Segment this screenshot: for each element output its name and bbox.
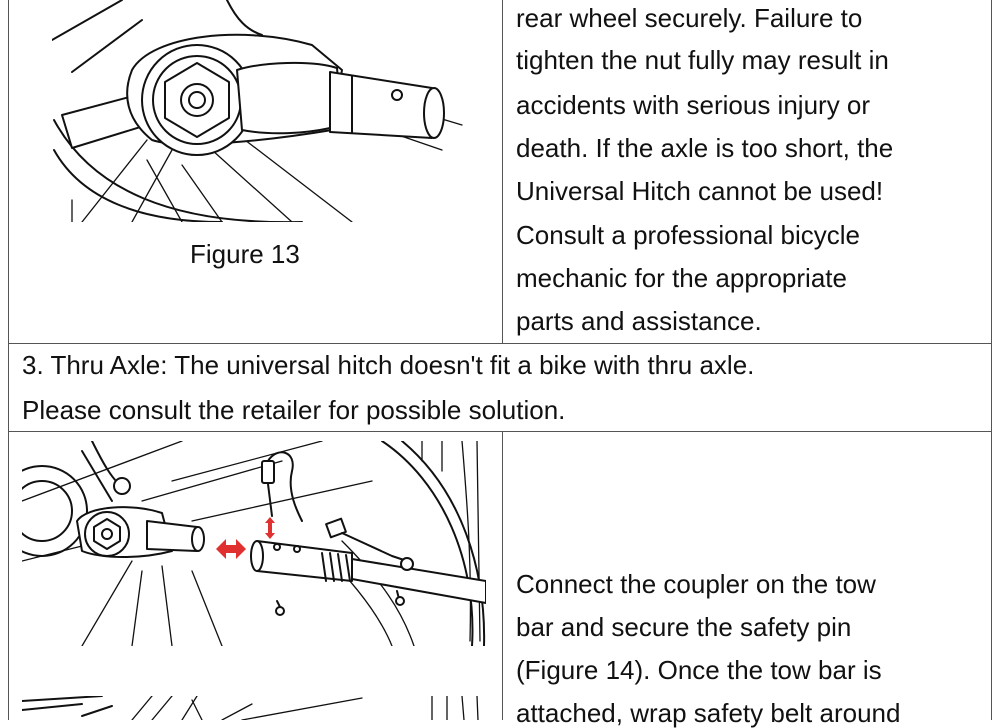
coupler-instruction-line: bar and secure the safety pin [516,612,852,642]
warning-text-line: Universal Hitch cannot be used! [516,176,884,206]
table-divider-bottom [502,432,503,720]
thru-axle-note-line: 3. Thru Axle: The universal hitch doesn'… [22,350,755,380]
warning-text-line: accidents with serious injury or [516,90,871,120]
connect-arrow-icon [216,539,246,559]
figure-14b-illustration [22,696,486,720]
warning-text-line: mechanic for the appropriate [516,263,847,293]
coupler-instruction-line: (Figure 14). Once the tow bar is [516,655,882,685]
warning-text-line: Consult a professional bicycle [516,220,860,250]
table-row-border-1 [8,343,992,344]
figure-13-caption: Figure 13 [190,239,300,269]
coupler-instruction-line: attached, wrap safety belt around [516,698,901,728]
warning-text-line: death. If the axle is too short, the [516,133,894,163]
warning-text-line: tighten the nut fully may result in [516,45,889,75]
table-border-left [8,0,9,720]
thru-axle-note-line: Please consult the retailer for possible… [22,395,566,425]
table-divider-top [502,0,503,343]
figure-13-illustration [52,0,466,222]
table-row-border-2 [8,431,992,432]
table-border-right [991,0,992,720]
figure-14-illustration [22,441,486,646]
warning-text-line: parts and assistance. [516,306,762,336]
warning-text-line: rear wheel securely. Failure to [516,3,863,33]
coupler-instruction-line: Connect the coupler on the tow [516,569,876,599]
